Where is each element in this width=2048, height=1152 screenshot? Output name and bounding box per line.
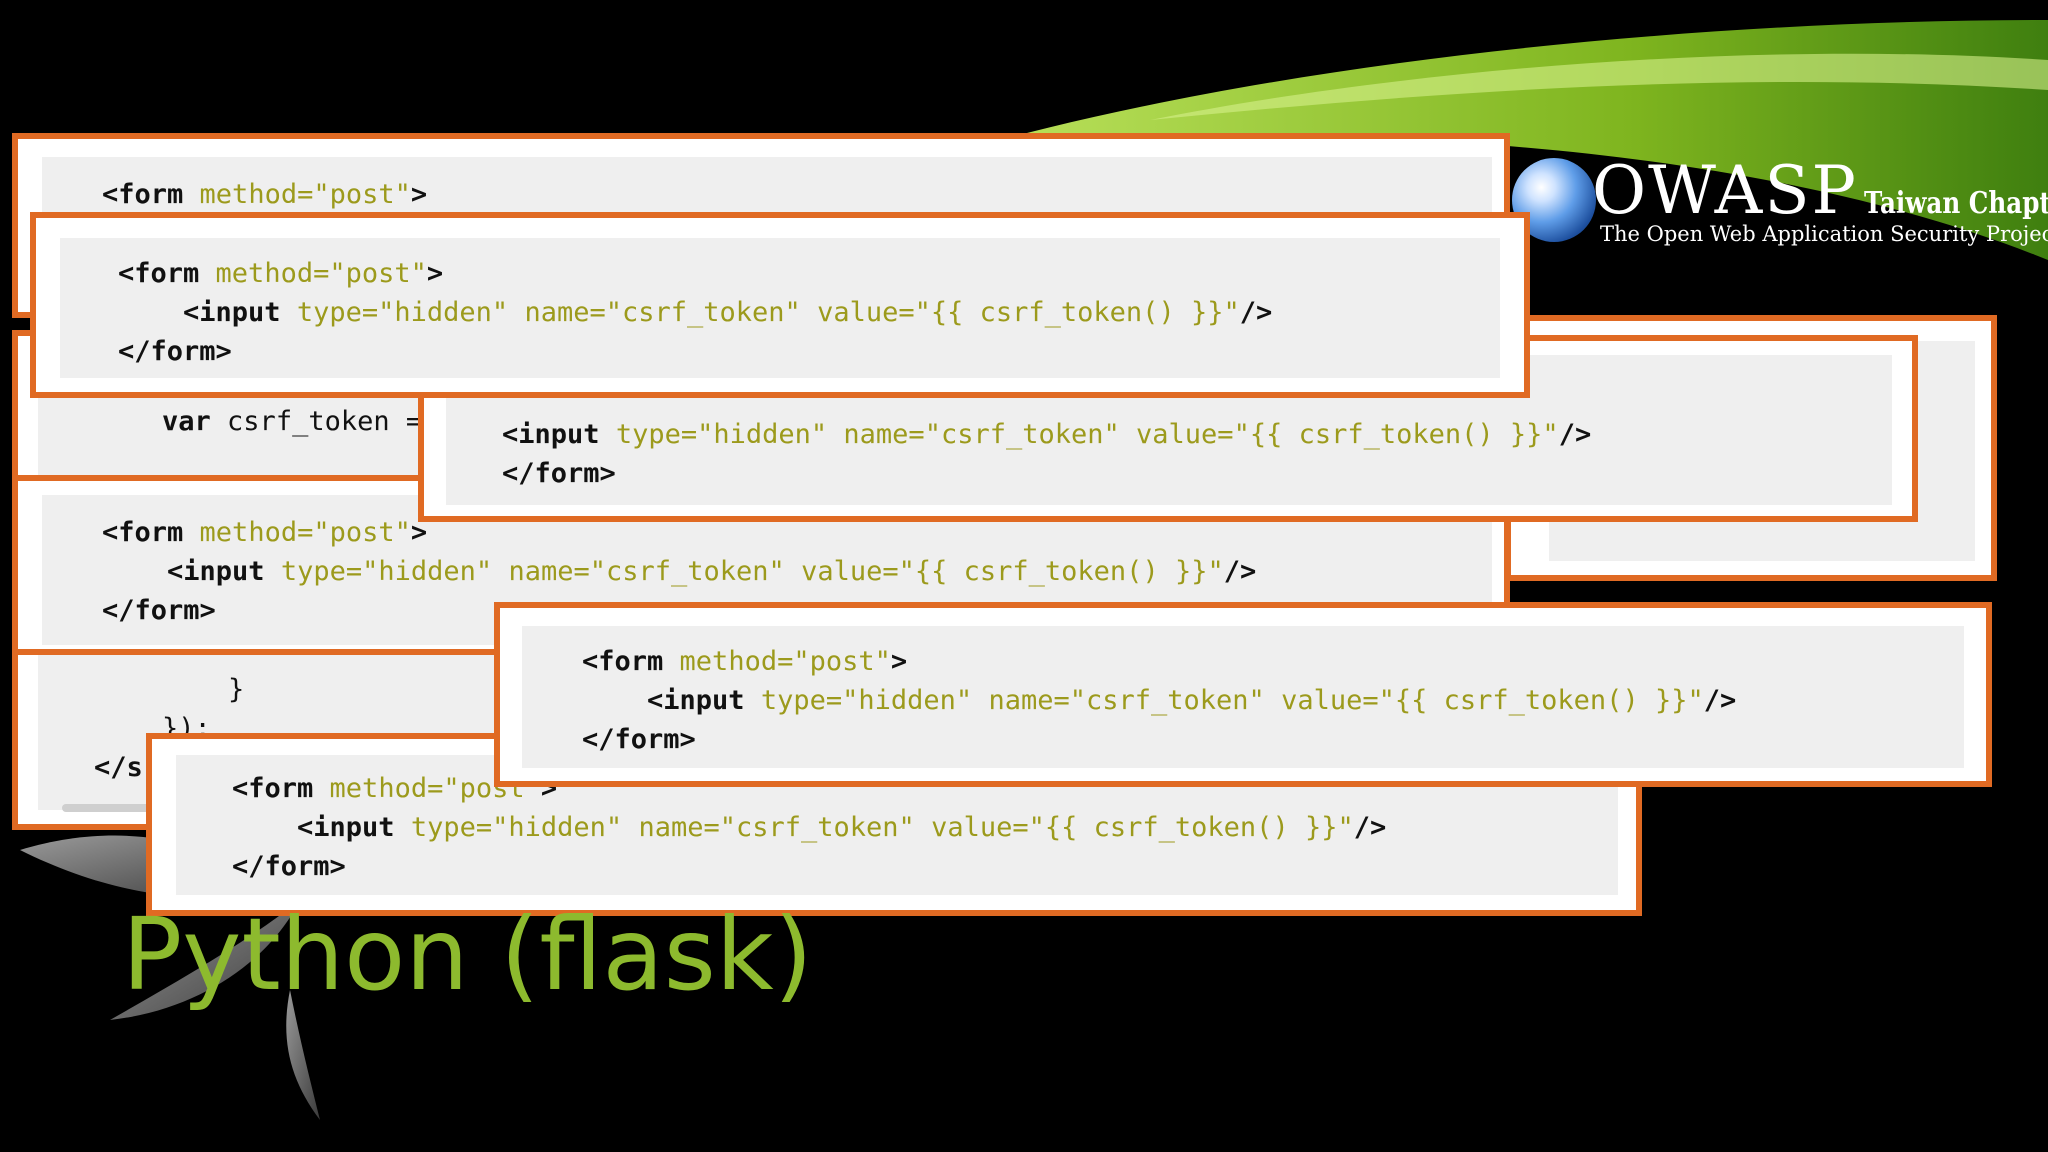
code-token: type= bbox=[280, 556, 363, 587]
code-block: <form method="post"> <input type="hidden… bbox=[102, 513, 1256, 630]
code-token: > bbox=[426, 258, 444, 289]
code-token: </form> bbox=[118, 336, 232, 367]
code-token: "{{ csrf_token() }}" bbox=[914, 297, 1240, 328]
code-token: "csrf_token" bbox=[605, 297, 801, 328]
owasp-logo: OWASP Taiwan Chapter bbox=[1592, 158, 2048, 224]
code-token: } bbox=[228, 674, 245, 705]
logo-tagline: The Open Web Application Security Projec… bbox=[1600, 222, 2048, 246]
code-panel bbox=[522, 626, 1964, 768]
code-token: "post" bbox=[793, 646, 891, 677]
code-token: "csrf_token" bbox=[719, 812, 915, 843]
code-token: name= bbox=[638, 812, 720, 843]
code-token: /> bbox=[1239, 297, 1273, 328]
code-token: value= bbox=[931, 812, 1029, 843]
slide-title: Python (flask) bbox=[122, 896, 813, 1013]
code-token: method= bbox=[679, 646, 794, 677]
code-token: "post" bbox=[313, 179, 411, 210]
code-token: <input bbox=[167, 556, 265, 587]
code-token: "hidden" bbox=[378, 297, 509, 328]
code-token: value= bbox=[1136, 419, 1234, 450]
code-token: <form bbox=[582, 646, 664, 677]
code-block: <form method="post"> <input type="hidden… bbox=[118, 254, 1272, 371]
code-token: "{{ csrf_token() }}" bbox=[898, 556, 1224, 587]
code-token: "hidden" bbox=[492, 812, 623, 843]
code-token: name= bbox=[524, 297, 606, 328]
code-token: <form bbox=[232, 773, 314, 804]
code-token: </form> bbox=[502, 458, 616, 489]
code-token: /> bbox=[1703, 685, 1737, 716]
code-token: "csrf_token" bbox=[924, 419, 1120, 450]
code-token: name= bbox=[843, 419, 925, 450]
code-token: method= bbox=[199, 179, 314, 210]
code-token: </s bbox=[94, 752, 143, 783]
code-token: <form bbox=[102, 179, 184, 210]
code-card-bottom-right: <form method="post"> <input type="hidden… bbox=[494, 602, 1992, 787]
code-token: "post" bbox=[313, 517, 411, 548]
code-token: "{{ csrf_token() }}" bbox=[1028, 812, 1354, 843]
code-block: } bbox=[228, 670, 244, 709]
code-token: type= bbox=[296, 297, 379, 328]
code-panel bbox=[60, 238, 1500, 378]
code-block: var csrf_token = bbox=[162, 402, 422, 441]
code-token: <input bbox=[647, 685, 745, 716]
code-block: <input type="hidden" name="csrf_token" v… bbox=[502, 415, 1591, 493]
code-block: <form method="post"> <input type="hidden… bbox=[582, 642, 1736, 759]
code-token: </form> bbox=[582, 724, 696, 755]
code-token: <input bbox=[502, 419, 600, 450]
code-token: method= bbox=[329, 773, 444, 804]
code-block: </s bbox=[94, 748, 143, 787]
code-token: type= bbox=[410, 812, 493, 843]
code-token: /> bbox=[1558, 419, 1592, 450]
code-token: <form bbox=[118, 258, 200, 289]
code-token: var bbox=[162, 406, 211, 437]
code-token: /> bbox=[1353, 812, 1387, 843]
code-token: method= bbox=[215, 258, 330, 289]
code-block: <form method="post"> <input type="hidden… bbox=[232, 769, 1386, 886]
code-token: type= bbox=[615, 419, 698, 450]
code-token: name= bbox=[988, 685, 1070, 716]
code-token: method= bbox=[199, 517, 314, 548]
code-token: value= bbox=[817, 297, 915, 328]
code-token: "hidden" bbox=[842, 685, 973, 716]
code-token: "csrf_token" bbox=[589, 556, 785, 587]
code-token: <input bbox=[183, 297, 281, 328]
code-token: "csrf_token" bbox=[1069, 685, 1265, 716]
code-token: type= bbox=[760, 685, 843, 716]
horizontal-scrollbar[interactable] bbox=[62, 804, 222, 812]
code-token: value= bbox=[1281, 685, 1379, 716]
code-token: "{{ csrf_token() }}" bbox=[1378, 685, 1704, 716]
code-token: "{{ csrf_token() }}" bbox=[1233, 419, 1559, 450]
code-token: > bbox=[890, 646, 908, 677]
green-swoosh-highlight bbox=[1150, 53, 2048, 120]
code-token: /> bbox=[1223, 556, 1257, 587]
code-block: <form method="post"> bbox=[102, 175, 427, 214]
code-card-top-front: <form method="post"> <input type="hidden… bbox=[30, 212, 1530, 398]
code-token: "hidden" bbox=[362, 556, 493, 587]
code-token: </form> bbox=[232, 851, 346, 882]
code-token: name= bbox=[508, 556, 590, 587]
code-token: > bbox=[410, 517, 428, 548]
code-token: "post" bbox=[329, 258, 427, 289]
logo-chapter: Taiwan Chapter bbox=[1863, 186, 2048, 221]
code-token: value= bbox=[801, 556, 899, 587]
code-token: csrf_token bbox=[227, 406, 390, 437]
code-token: "hidden" bbox=[697, 419, 828, 450]
code-token: </form> bbox=[102, 595, 216, 626]
code-token: > bbox=[410, 179, 428, 210]
leaf-shape bbox=[286, 990, 320, 1120]
code-token: <form bbox=[102, 517, 184, 548]
logo-name: OWASP bbox=[1592, 152, 1858, 229]
code-token: <input bbox=[297, 812, 395, 843]
